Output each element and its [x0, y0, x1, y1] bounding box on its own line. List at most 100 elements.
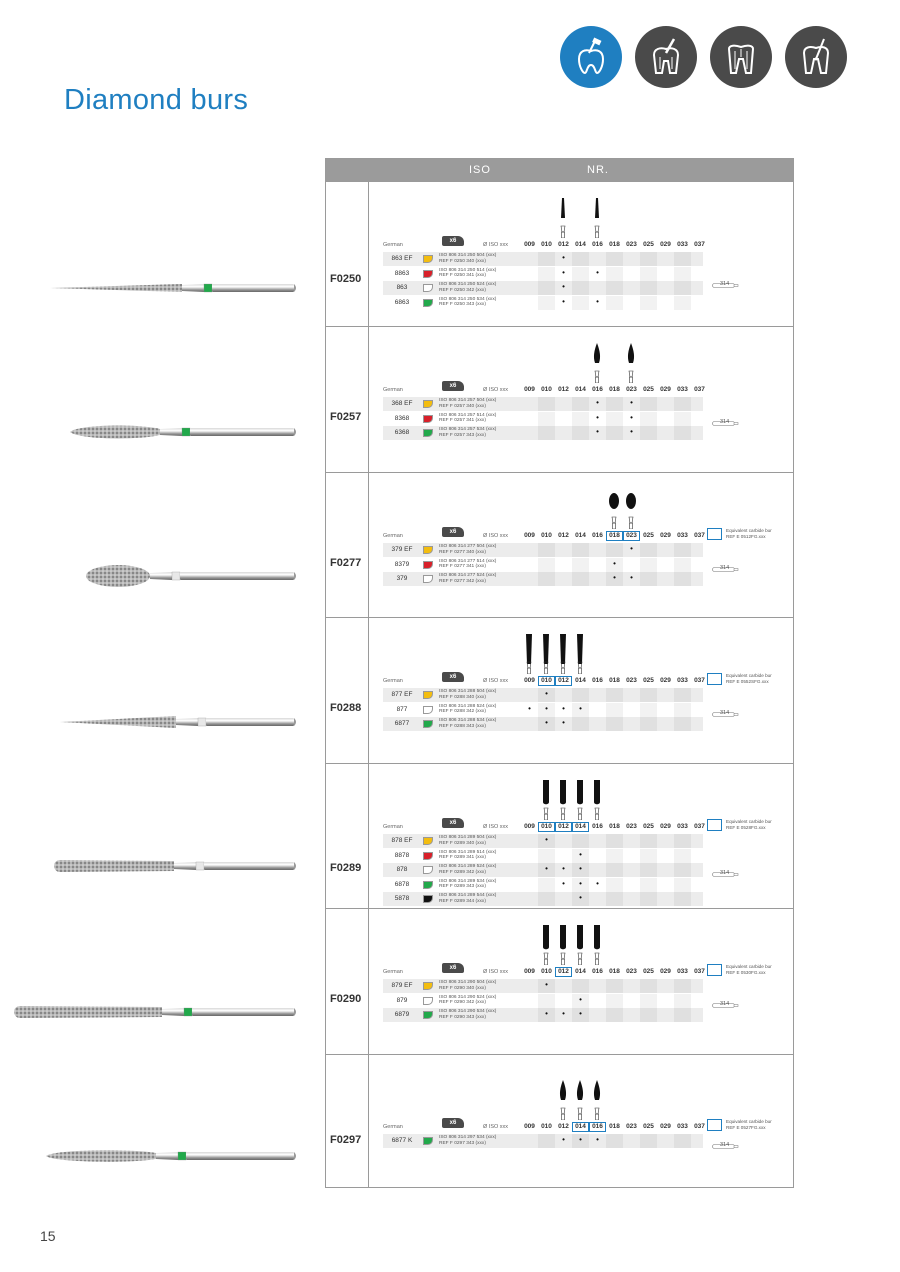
- availability-cell: [623, 979, 640, 993]
- size-009: 009: [524, 968, 535, 975]
- equivalent-label: Equivalent carbide bur: [726, 964, 772, 969]
- availability-cell: [521, 572, 538, 586]
- ref-number: REF F 0289 341 (xxx): [439, 855, 486, 860]
- grit-color-swatch: [423, 866, 433, 874]
- size-033: 033: [677, 1123, 688, 1131]
- header-iso: ISO: [469, 164, 491, 176]
- availability-cell: •: [596, 1135, 599, 1145]
- diameter-label: Ø ISO xxx: [483, 824, 509, 830]
- bur-profile-icon: [523, 634, 535, 675]
- availability-cell: [623, 296, 640, 310]
- availability-cell: [623, 267, 640, 281]
- fg-shank-icon: [712, 559, 739, 572]
- iso-ref-text: ISO 806 314 290 534 (xxx)REF F 0290 343 …: [439, 1009, 496, 1020]
- size-023: 023: [623, 531, 640, 541]
- availability-cell: [691, 834, 708, 848]
- availability-cell: •: [562, 864, 565, 873]
- availability-cell: [555, 849, 572, 863]
- german-number: 879: [396, 996, 408, 1004]
- availability-cell: •: [572, 1134, 589, 1149]
- availability-cell: [572, 834, 589, 848]
- availability-cell: [674, 266, 691, 281]
- availability-cell: [640, 1134, 657, 1149]
- size-014: 014: [572, 822, 589, 832]
- ref-number: REF F 0297 343 (xxx): [439, 1140, 486, 1146]
- iso-number: ISO 806 314 289 534 (xxx): [439, 878, 497, 884]
- iso-ref-text: ISO 806 314 289 534 (xxx)REF F 0289 343 …: [439, 879, 496, 890]
- availability-cell: [657, 412, 674, 426]
- row-background: [383, 426, 703, 440]
- grit-color-swatch: [423, 837, 433, 845]
- availability-cell: [521, 281, 538, 295]
- bur-profile-icon: [625, 489, 637, 530]
- grit-color-swatch: [423, 269, 433, 278]
- availability-cell: [623, 703, 640, 717]
- size-014: 014: [575, 968, 586, 975]
- availability-cell: •: [596, 267, 599, 277]
- iso-number: ISO 806 314 290 524 (xxx): [439, 994, 497, 1000]
- availability-cell: [589, 994, 606, 1008]
- availability-cell: [640, 295, 657, 310]
- pack-quantity-badge: x6: [442, 381, 464, 391]
- availability-cell: [589, 558, 606, 572]
- ref-number: REF F 0277 340 (xxx): [439, 549, 486, 555]
- row-background: [383, 1134, 703, 1149]
- bur-profile-icon: [574, 1080, 586, 1121]
- row-background: [383, 863, 703, 877]
- availability-cell: [657, 892, 674, 906]
- availability-cell: •: [596, 878, 599, 888]
- ref-number: REF F 0257 340 (xxx): [439, 403, 486, 409]
- availability-cell: [657, 863, 674, 877]
- size-023: 023: [626, 386, 637, 393]
- german-number: 368 EF: [391, 400, 413, 407]
- availability-cell: •: [562, 282, 565, 291]
- shank-size-label: 314: [720, 564, 730, 571]
- availability-cell: [521, 543, 538, 557]
- iso-number: ISO 806 314 290 534 (xxx): [439, 1009, 497, 1014]
- product-code: F0257: [330, 410, 362, 423]
- size-012: 012: [558, 532, 569, 539]
- size-010: 010: [541, 1123, 552, 1131]
- bur-profile-icon: [591, 198, 603, 239]
- availability-cell: [657, 878, 674, 892]
- availability-cell: [606, 848, 623, 863]
- size-037: 037: [694, 1123, 705, 1131]
- availability-cell: [572, 266, 589, 281]
- availability-cell: [589, 703, 606, 717]
- availability-cell: [589, 543, 606, 557]
- availability-cell: [572, 397, 589, 411]
- size-012: 012: [558, 1123, 569, 1131]
- equivalent-label: Equivalent carbide bur: [726, 1119, 772, 1125]
- size-023: 023: [626, 823, 637, 830]
- availability-cell: [606, 717, 623, 731]
- availability-cell: [572, 295, 589, 310]
- availability-cell: [521, 267, 538, 281]
- grit-color-swatch: [423, 560, 433, 569]
- availability-cell: •: [572, 702, 589, 717]
- availability-cells: ••: [521, 411, 708, 426]
- availability-cell: [589, 688, 606, 702]
- availability-cell: •: [572, 993, 589, 1008]
- availability-cell: •: [538, 717, 555, 731]
- availability-cell: [589, 252, 606, 266]
- equivalent-ref: REF E 0512FG.xxx: [726, 533, 766, 539]
- bur-profile-icon: [540, 925, 552, 966]
- size-018: 018: [609, 823, 620, 830]
- product-code: F0250: [330, 273, 362, 285]
- availability-cell: [674, 834, 691, 848]
- availability-cell: •: [538, 834, 555, 848]
- availability-cell: •: [630, 544, 633, 553]
- iso-number: ISO 806 314 250 534 (xxx): [439, 296, 497, 302]
- fg-shank-icon: [712, 275, 739, 288]
- availability-cells: •: [521, 281, 708, 295]
- ref-number: REF F 0250 341 (xxx): [439, 273, 486, 278]
- size-009: 009: [524, 1123, 535, 1131]
- size-014: 014: [575, 241, 586, 248]
- availability-cell: [538, 252, 555, 266]
- availability-cells: •••: [521, 863, 708, 877]
- availability-cell: [640, 1008, 657, 1022]
- grit-color-swatch: [423, 546, 433, 554]
